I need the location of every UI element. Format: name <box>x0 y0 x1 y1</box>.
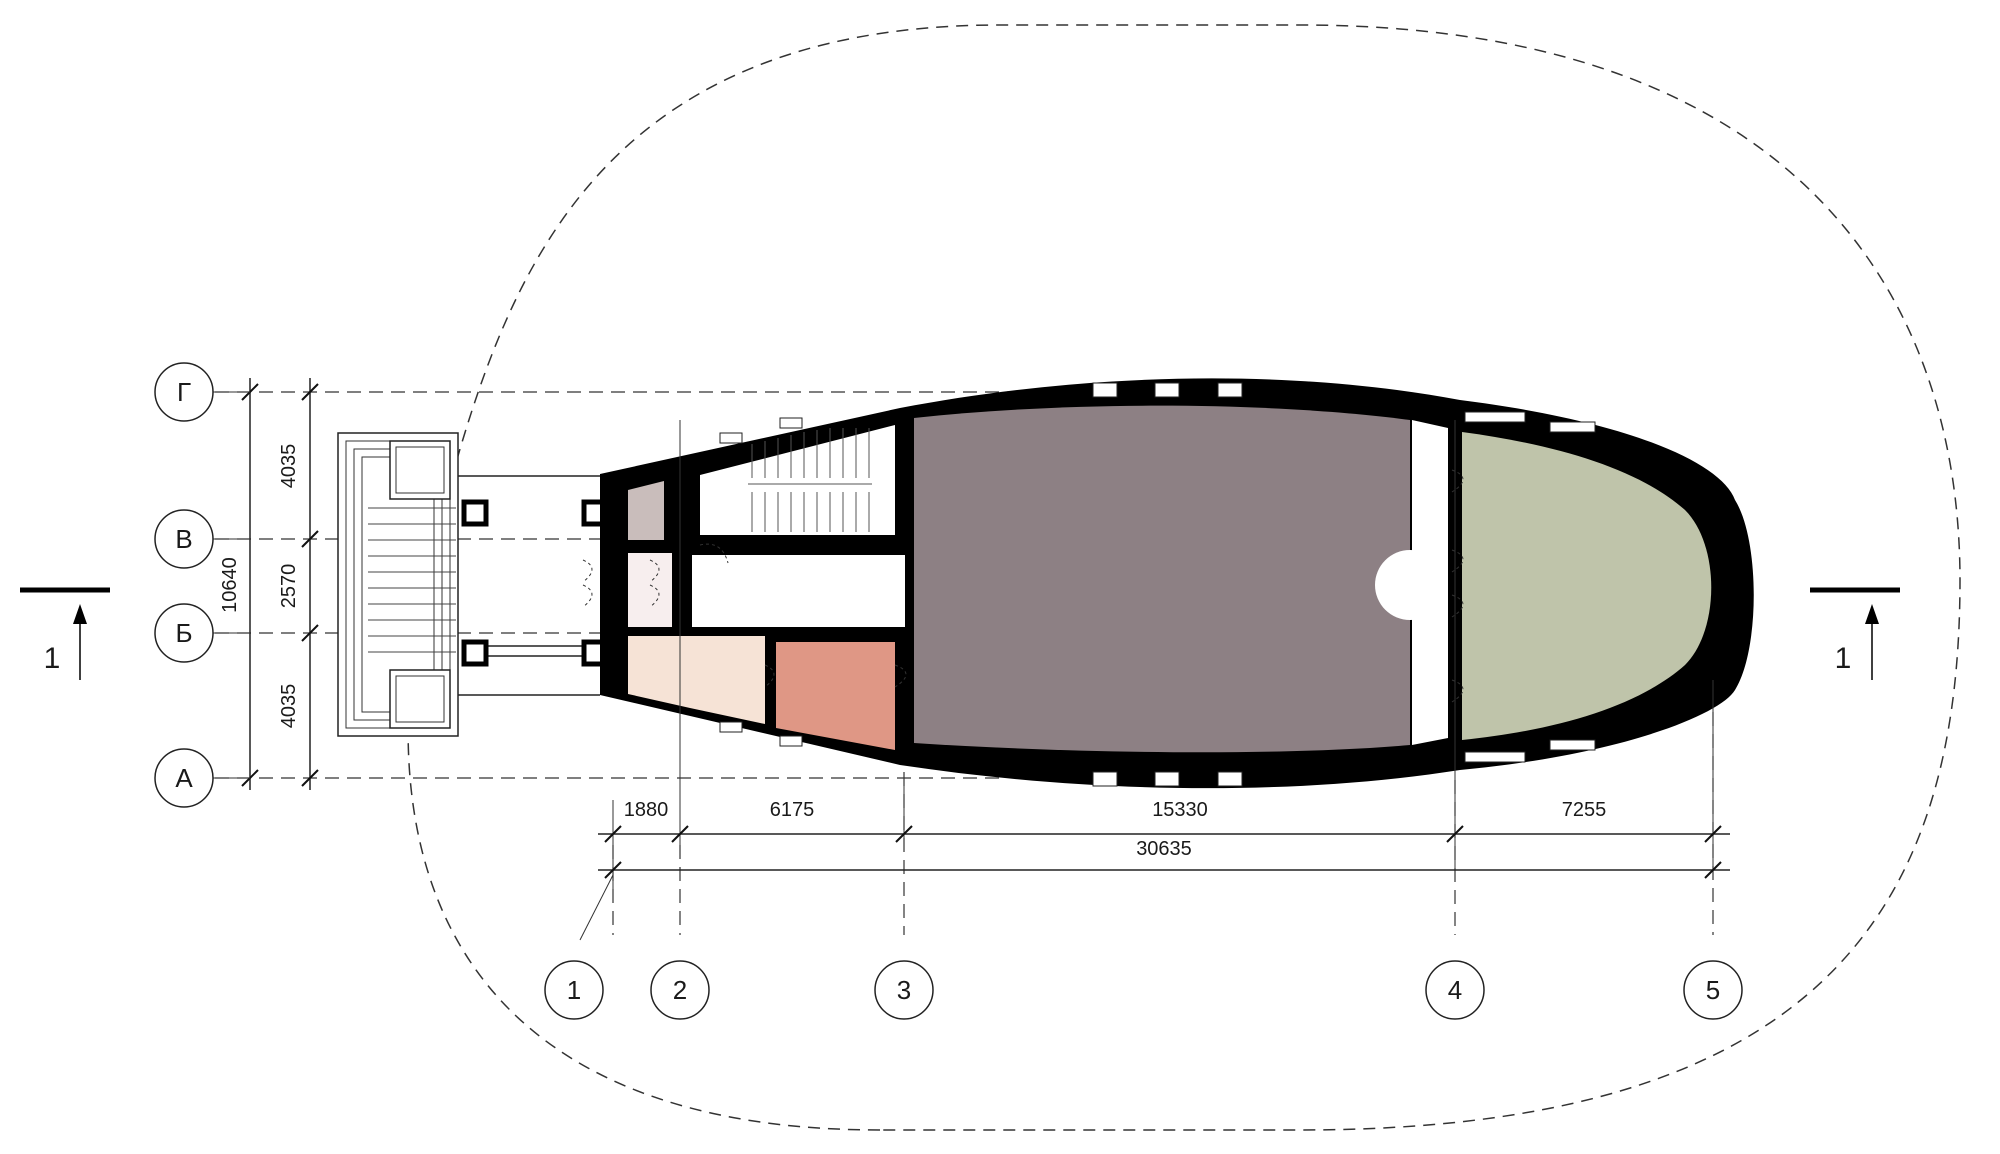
section-marker-right: 1 <box>1810 587 1900 680</box>
site-boundary <box>407 24 1961 1131</box>
horizontal-dimensions: 1880 6175 15330 7255 30635 <box>598 799 1730 879</box>
axis-label-3: 3 <box>897 975 911 1005</box>
row-axis-markers: Г В Б А <box>154 362 250 808</box>
section-arrow-right-icon <box>1865 604 1879 624</box>
section-label-right: 1 <box>1835 642 1852 675</box>
interior-stair <box>748 428 872 532</box>
section-marker-left: 1 <box>20 587 110 680</box>
vertical-dimensions: 4035 2570 4035 10640 <box>219 378 319 790</box>
dim-1880: 1880 <box>624 799 669 821</box>
dim-4035-bottom: 4035 <box>278 684 300 729</box>
entrance-stair <box>337 432 459 737</box>
dim-total-vertical: 10640 <box>219 557 241 613</box>
windows <box>719 382 1596 787</box>
dim-2570: 2570 <box>278 564 300 609</box>
door-swings <box>582 469 1464 703</box>
axis-label-v: В <box>175 524 192 554</box>
room-apse <box>1462 432 1712 740</box>
corridor-strip <box>1412 420 1448 745</box>
dim-total-horizontal: 30635 <box>1136 838 1192 860</box>
axis-label-b: Б <box>175 618 192 648</box>
room-taupe <box>628 481 664 540</box>
section-label-left: 1 <box>44 642 61 675</box>
col-axis-ticks <box>612 420 1714 890</box>
dim-7255: 7255 <box>1562 799 1607 821</box>
dim-4035-top: 4035 <box>278 444 300 489</box>
col-axis-markers: 1 2 3 4 5 <box>544 874 1743 1020</box>
section-arrow-left-icon <box>73 604 87 624</box>
axis-label-2: 2 <box>673 975 687 1005</box>
axis-label-1: 1 <box>567 975 581 1005</box>
room-salmon <box>776 642 895 750</box>
room-hall <box>914 405 1410 753</box>
dim-15330: 15330 <box>1152 799 1208 821</box>
axis-label-g: Г <box>177 377 191 407</box>
room-stair <box>700 425 895 535</box>
axis-label-a: А <box>175 763 193 793</box>
axis-label-5: 5 <box>1706 975 1720 1005</box>
room-corridor <box>692 555 905 627</box>
room-beige <box>628 636 765 724</box>
axis-label-4: 4 <box>1448 975 1462 1005</box>
room-vestibule <box>628 553 672 627</box>
dim-6175: 6175 <box>770 799 815 821</box>
